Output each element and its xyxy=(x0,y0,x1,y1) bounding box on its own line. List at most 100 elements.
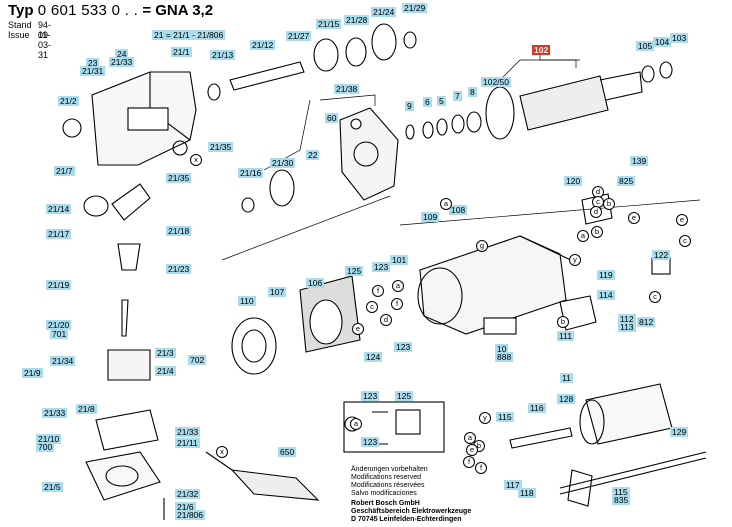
issue-value: 11-03-31 xyxy=(38,30,52,60)
part-callout: 110 xyxy=(238,296,256,306)
part-callout: 102 xyxy=(532,45,551,55)
connection-letter-marker: b xyxy=(591,226,603,238)
bearing-plate xyxy=(241,107,399,213)
type-header: Typ 0 601 533 0 . . = GNA 3,2 xyxy=(8,2,213,19)
connection-letter-marker: e xyxy=(676,214,688,226)
part-callout: 21/29 xyxy=(402,3,428,13)
part-callout: 120 xyxy=(564,176,583,186)
part-callout: 21/4 xyxy=(155,366,176,376)
part-callout: 102/50 xyxy=(481,77,511,87)
part-callout: 107 xyxy=(268,287,287,297)
company-division: Geschäftsbereich Elektrowerkzeuge xyxy=(351,508,472,515)
part-callout: 7 xyxy=(453,91,462,101)
connection-letter-marker: f xyxy=(391,298,403,310)
part-callout: 21/20 xyxy=(46,320,72,330)
part-callout: 129 xyxy=(670,427,689,437)
note-line: Modifications reserved xyxy=(351,474,422,481)
note-line: Modifications réservées xyxy=(351,482,425,489)
blade-holder-assembly xyxy=(83,183,165,520)
part-callout: 21/15 xyxy=(316,19,342,29)
part-callout: 21 = 21/1 - 21/806 xyxy=(152,30,226,40)
part-callout: 21/11 xyxy=(175,438,200,448)
cable-parts xyxy=(509,383,707,507)
connection-letter-marker: a xyxy=(350,418,362,430)
connection-letter-marker: b xyxy=(557,316,569,328)
connection-letter-marker: d xyxy=(380,314,392,326)
part-callout: 21/38 xyxy=(334,84,360,94)
connection-letter-marker: f xyxy=(372,285,384,297)
spindle-shaft xyxy=(207,23,417,101)
part-callout: 104 xyxy=(653,37,672,47)
stand-value: 94-09 xyxy=(38,20,52,40)
connection-letter-marker: b xyxy=(603,198,615,210)
part-callout: 118 xyxy=(518,488,536,498)
part-callout: 21/806 xyxy=(175,510,205,520)
connection-letter-marker: y xyxy=(569,254,581,266)
part-callout: 21/35 xyxy=(208,142,234,152)
part-callout: 21/16 xyxy=(238,168,264,178)
ring-110 xyxy=(231,317,277,375)
part-callout: 123 xyxy=(394,342,413,352)
part-callout: 105 xyxy=(636,41,655,51)
part-callout: 113 xyxy=(618,322,636,332)
part-callout: 8 xyxy=(468,87,477,97)
part-callout: 124 xyxy=(364,352,383,362)
part-callout: 5 xyxy=(437,96,446,106)
part-callout: 21/10 xyxy=(36,434,62,444)
connection-letter-marker: d xyxy=(590,206,602,218)
connection-letter-marker: e xyxy=(352,323,364,335)
connection-letter-marker: a xyxy=(440,198,452,210)
part-callout: 701 xyxy=(50,329,69,339)
side-handle xyxy=(205,451,320,501)
part-callout: 650 xyxy=(278,447,297,457)
part-callout: 123 xyxy=(361,437,380,447)
part-callout: 21/33 xyxy=(175,427,201,437)
part-callout: 21/5 xyxy=(42,482,63,492)
part-callout: 21/30 xyxy=(270,158,296,168)
note-line: Salvo modificaciones xyxy=(351,490,417,497)
part-callout: 115 xyxy=(612,487,630,497)
part-callout: 11 xyxy=(560,373,573,383)
connection-letter-marker: c xyxy=(649,291,661,303)
part-callout: 125 xyxy=(395,391,414,401)
part-callout: 21/32 xyxy=(175,489,201,499)
part-callout: 103 xyxy=(670,33,689,43)
part-callout: 111 xyxy=(557,331,574,341)
issue-row: Issue 11-03-31 xyxy=(8,30,51,60)
part-callout: 21/33 xyxy=(42,408,68,418)
stand-label: Stand xyxy=(8,20,32,30)
part-callout: 21/33 xyxy=(109,57,135,67)
part-callout: 128 xyxy=(557,394,576,404)
part-callout: 116 xyxy=(528,403,546,413)
connection-letter-marker: e xyxy=(628,212,640,224)
part-callout: 21/18 xyxy=(166,226,192,236)
company-address: D 70745 Leinfelden-Echterdingen xyxy=(351,516,462,523)
connection-letter-marker: a xyxy=(577,230,589,242)
part-callout: 123 xyxy=(372,262,391,272)
part-callout: 60 xyxy=(325,113,339,123)
part-callout: 23 xyxy=(86,58,100,68)
part-callout: 21/3 xyxy=(155,348,176,358)
part-callout: 21/9 xyxy=(22,368,43,378)
part-callout: 835 xyxy=(612,495,631,505)
part-callout: 22 xyxy=(306,150,320,160)
part-callout: 21/7 xyxy=(54,166,75,176)
part-callout: 702 xyxy=(188,355,207,365)
part-callout: 21/1 xyxy=(171,47,192,57)
part-callout: 21/8 xyxy=(76,404,97,414)
part-callout: 123 xyxy=(361,391,380,401)
part-callout: 24 xyxy=(115,49,129,59)
gear-housing xyxy=(62,71,197,166)
motor-housing xyxy=(417,235,576,335)
connection-letter-marker: x xyxy=(190,154,202,166)
part-callout: 21/24 xyxy=(371,7,397,17)
part-callout: 6 xyxy=(423,97,432,107)
part-callout: 21/19 xyxy=(46,280,72,290)
part-callout: 10 xyxy=(495,344,509,354)
part-callout: 825 xyxy=(617,176,636,186)
part-callout: 139 xyxy=(630,156,649,166)
part-callout: 122 xyxy=(652,250,671,260)
part-callout: 812 xyxy=(637,317,656,327)
connection-letter-marker: x xyxy=(216,446,228,458)
